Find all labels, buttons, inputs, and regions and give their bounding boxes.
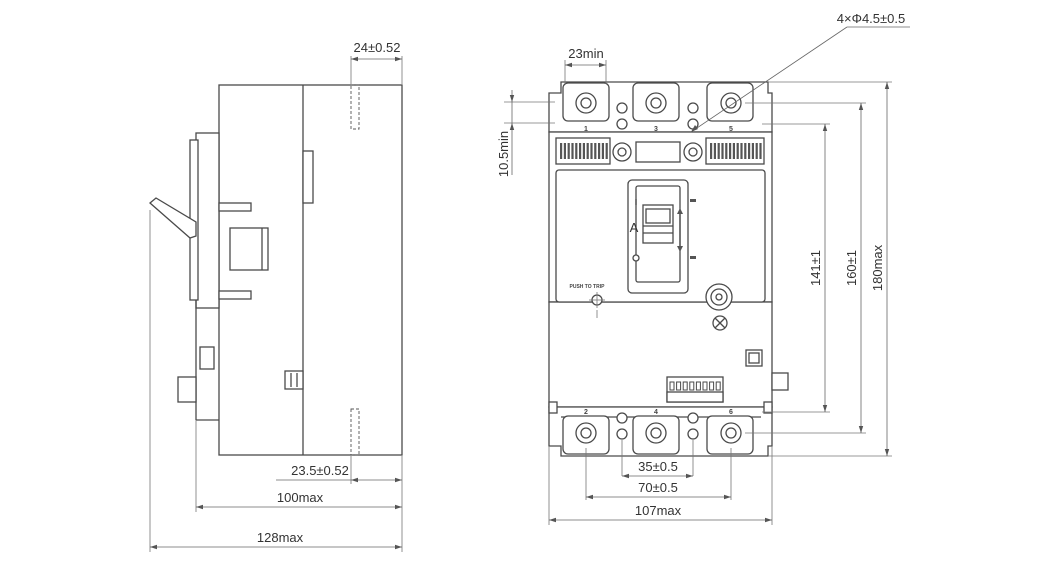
vent-slot xyxy=(759,143,762,159)
vent-slot xyxy=(729,143,732,159)
vent-slot xyxy=(560,143,563,159)
arrowhead xyxy=(565,62,572,68)
arrowhead xyxy=(150,544,157,550)
arrowhead xyxy=(586,494,593,500)
vent-slot xyxy=(721,143,724,159)
vent-slot xyxy=(575,143,578,159)
push-to-trip-label: PUSH TO TRIP xyxy=(570,284,606,290)
arrowhead xyxy=(858,426,864,433)
aux-pin xyxy=(702,381,708,391)
vent-slot xyxy=(579,143,582,159)
aux-pin xyxy=(695,381,701,391)
arrowhead xyxy=(395,56,402,62)
side-terminal-hole-bottom xyxy=(350,408,360,456)
dim-top-offset: 10.5min xyxy=(496,131,511,177)
dim-height-total: 180max xyxy=(870,244,885,291)
vent-slot xyxy=(744,143,747,159)
pole-label-1: 1 xyxy=(584,126,588,133)
vent-slot xyxy=(601,143,604,159)
arrowhead xyxy=(509,95,515,102)
aux-connector xyxy=(666,376,724,403)
front-body-lower xyxy=(548,301,773,408)
dim-spacing-70: 70±0.5 xyxy=(638,480,678,495)
pole-label-3: 3 xyxy=(654,126,658,133)
pole-label-5: 5 xyxy=(729,126,733,133)
vent-slot xyxy=(748,143,751,159)
vent-slot xyxy=(717,143,720,159)
side-handle xyxy=(148,197,197,239)
dim-terminal-gap: 23min xyxy=(568,46,603,61)
arrowhead xyxy=(196,504,203,510)
arrowhead xyxy=(822,405,828,412)
vent-slot xyxy=(710,143,713,159)
top-terminals: 1 3 5 xyxy=(562,82,754,133)
vent-slot xyxy=(598,143,601,159)
arrowhead xyxy=(599,62,606,68)
dim-width-total: 107max xyxy=(635,503,682,518)
front-view: 1 3 5 A xyxy=(496,11,910,525)
arrowhead xyxy=(549,517,556,523)
arrowhead xyxy=(395,504,402,510)
pole-label-4: 4 xyxy=(654,409,658,416)
arrowhead xyxy=(509,123,515,130)
arrowhead xyxy=(351,56,358,62)
aux-pin xyxy=(682,381,688,391)
vent-slot xyxy=(732,143,735,159)
arrowhead xyxy=(884,82,890,89)
arrowhead xyxy=(724,494,731,500)
aux-pin xyxy=(709,381,715,391)
side-terminal-hole-top xyxy=(350,84,360,130)
vent-slot xyxy=(725,143,728,159)
side-view: 24±0.52 23.5±0.52 100max 128max xyxy=(148,40,403,552)
vent-slot xyxy=(563,143,566,159)
vent-slot xyxy=(713,143,716,159)
handle-letter: A xyxy=(630,220,639,235)
dim-mount-141: 141±1 xyxy=(808,250,823,286)
dimension-arrows xyxy=(150,56,890,550)
arrowhead xyxy=(884,449,890,456)
arrowhead xyxy=(686,473,693,479)
dim-holes: 4×Φ4.5±0.5 xyxy=(837,11,905,26)
arrowhead xyxy=(395,477,402,483)
vent-slot xyxy=(582,143,585,159)
vent-slot xyxy=(755,143,758,159)
vent-slot xyxy=(594,143,597,159)
arrowhead xyxy=(622,473,629,479)
front-handle: A xyxy=(627,179,696,294)
dim-depth-total: 128max xyxy=(257,530,304,545)
dim-side-top: 24±0.52 xyxy=(354,40,401,55)
aux-pin xyxy=(689,381,695,391)
vent-slot xyxy=(736,143,739,159)
pole-label-6: 6 xyxy=(729,409,733,416)
vent-slot xyxy=(586,143,589,159)
vent-slot xyxy=(590,143,593,159)
arrowhead xyxy=(351,477,358,483)
arrowhead xyxy=(765,517,772,523)
vent-slot xyxy=(567,143,570,159)
dim-mount-160: 160±1 xyxy=(844,250,859,286)
dim-spacing-35: 35±0.5 xyxy=(638,459,678,474)
vent-slot xyxy=(605,143,608,159)
vent-slot xyxy=(740,143,743,159)
arrowhead xyxy=(822,124,828,131)
vent-slots xyxy=(555,137,765,165)
arrowhead xyxy=(691,125,698,132)
arrowhead xyxy=(858,103,864,110)
pole-label-2: 2 xyxy=(584,409,588,416)
bottom-terminals: 2 4 6 xyxy=(548,401,773,455)
aux-pin xyxy=(669,381,675,391)
aux-pin xyxy=(715,381,721,391)
dim-side-bottom: 23.5±0.52 xyxy=(291,463,349,478)
dim-depth-body: 100max xyxy=(277,490,324,505)
vent-slot xyxy=(751,143,754,159)
arrowhead xyxy=(395,544,402,550)
vent-slot xyxy=(571,143,574,159)
aux-pin xyxy=(676,381,682,391)
